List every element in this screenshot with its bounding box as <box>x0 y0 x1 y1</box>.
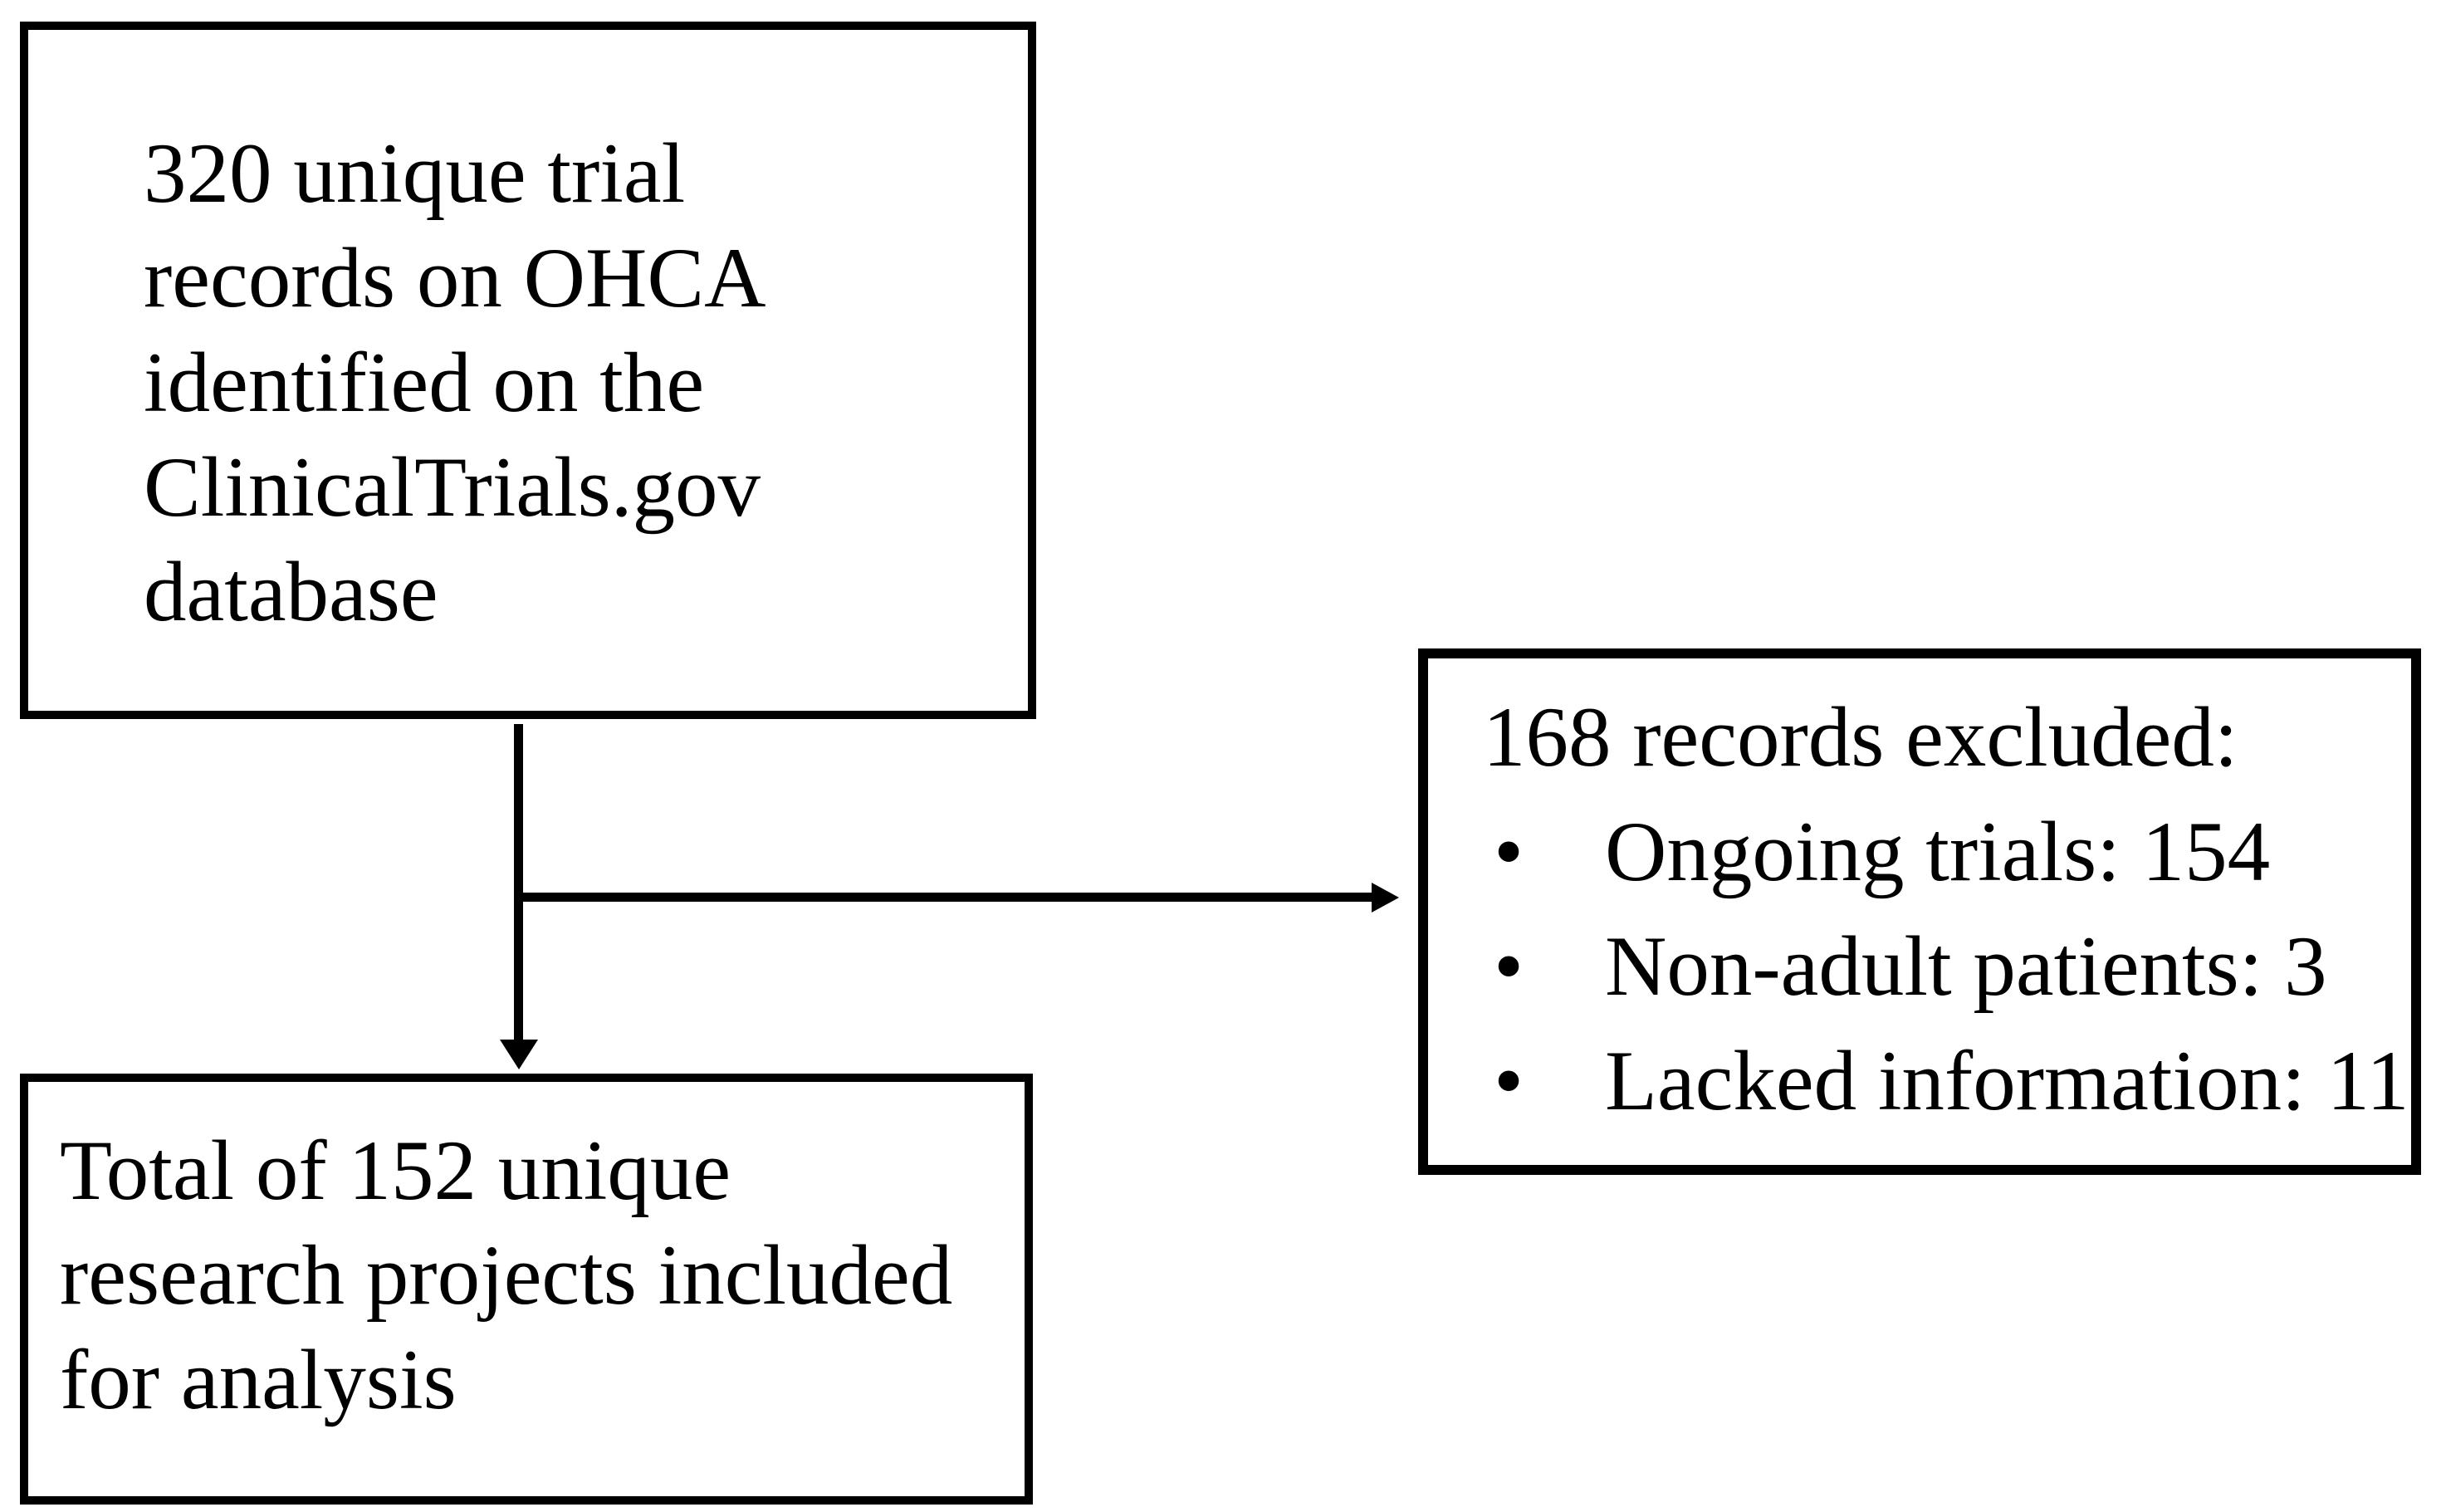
text-line: ClinicalTrials.gov <box>144 440 761 535</box>
excluded-records-box: 168 records excluded: • Ongoing trials: 1… <box>1418 648 2421 1175</box>
excluded-records-text: 168 records excluded: • Ongoing trials: 1… <box>1428 658 2411 1138</box>
arrow-down-head-icon <box>500 1040 538 1069</box>
text-line: Total of 152 unique <box>60 1123 731 1218</box>
bullet-item-text: Ongoing trials: 154 <box>1605 805 2271 899</box>
text-line: records on OHCA <box>144 231 766 325</box>
bullet-item: • Lacked information: 11 <box>1483 1024 2411 1138</box>
excluded-title: 168 records excluded: <box>1483 690 2238 785</box>
bullet-item: • Non-adult patients: 3 <box>1483 909 2411 1024</box>
text-line: for analysis <box>60 1333 457 1427</box>
arrow-right-shaft <box>514 893 1372 902</box>
text-line: 320 unique trial <box>144 126 686 221</box>
bullet-icon: • <box>1494 919 1524 1014</box>
text-line: research projects included <box>60 1228 953 1323</box>
bullet-item-text: Lacked information: 11 <box>1605 1034 2409 1128</box>
arrow-right-head-icon <box>1372 883 1399 913</box>
text-line: database <box>144 545 438 639</box>
identified-records-text: 320 unique trial records on OHCA identif… <box>28 30 1028 644</box>
included-projects-text: Total of 152 unique research projects in… <box>28 1082 1025 1432</box>
arrow-down-shaft <box>514 724 523 1040</box>
bullet-item-text: Non-adult patients: 3 <box>1605 919 2327 1014</box>
bullet-icon: • <box>1494 805 1524 899</box>
text-line: identified on the <box>144 335 705 430</box>
bullet-item: • Ongoing trials: 154 <box>1483 795 2411 909</box>
included-projects-box: Total of 152 unique research projects in… <box>20 1074 1033 1505</box>
bullet-icon: • <box>1494 1034 1524 1128</box>
identified-records-box: 320 unique trial records on OHCA identif… <box>20 22 1036 719</box>
